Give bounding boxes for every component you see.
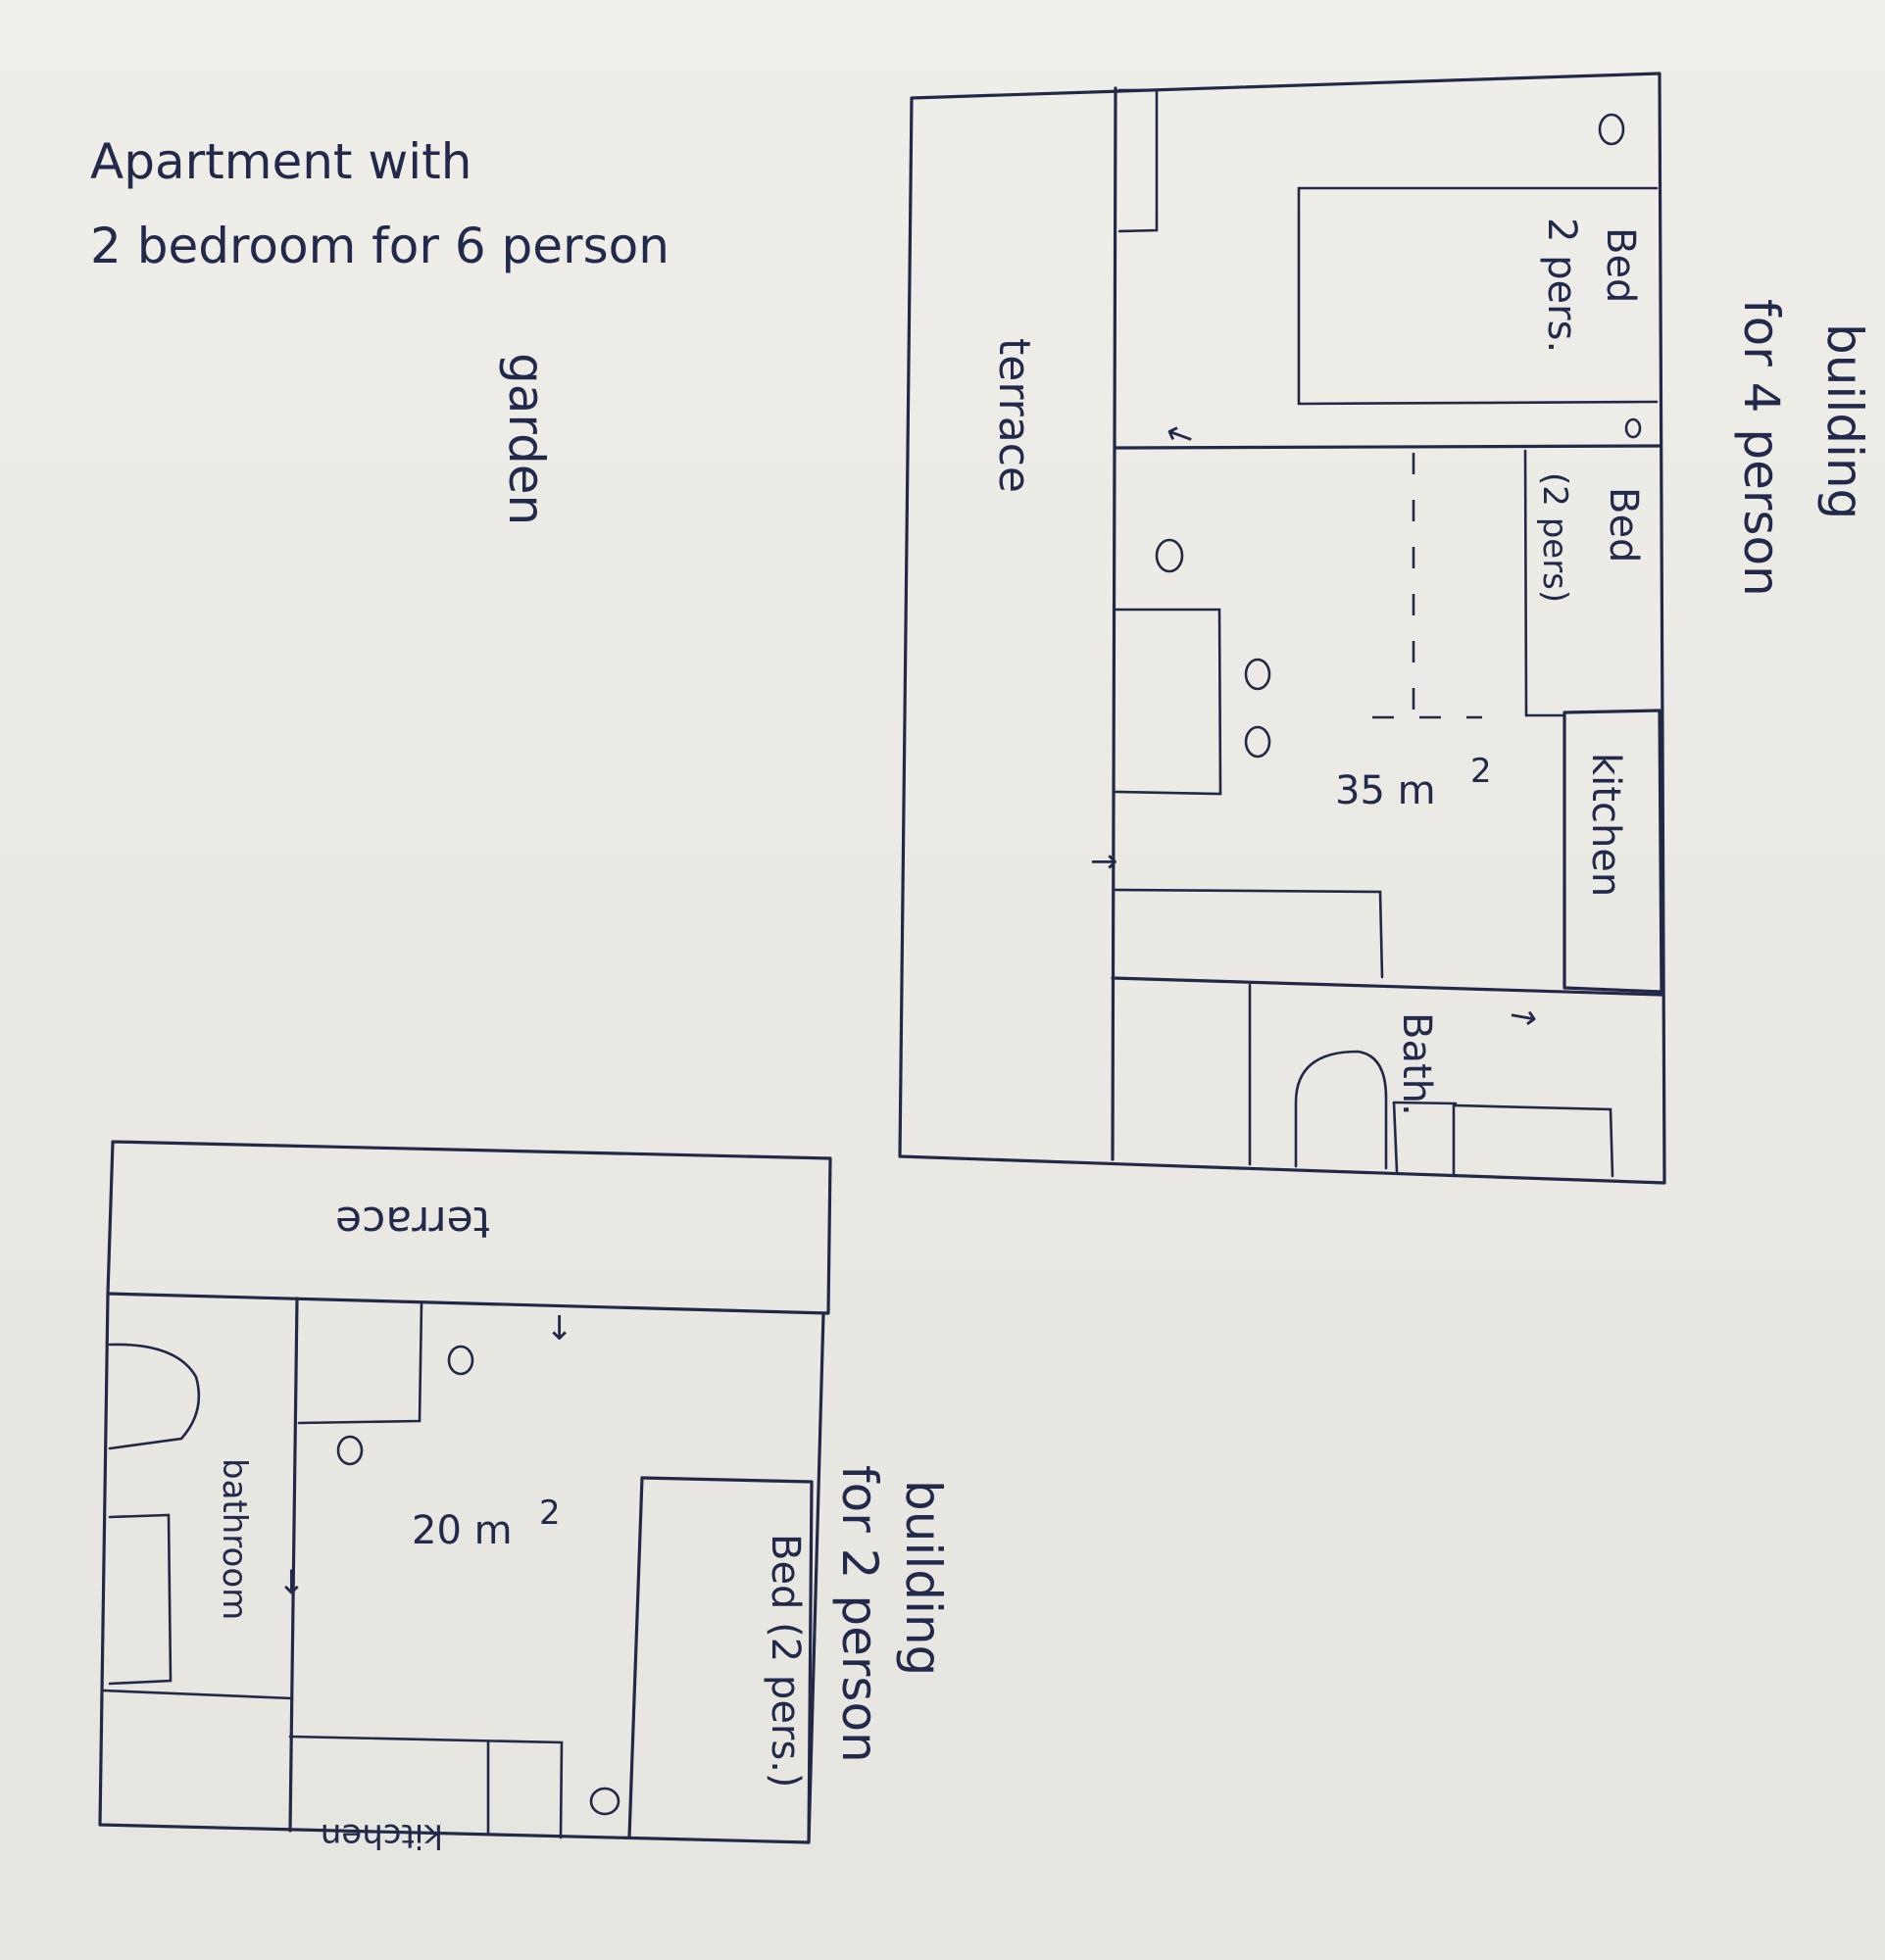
- arrow-right-icon: →: [1090, 842, 1118, 881]
- circle-seat-icon: [1624, 417, 1642, 439]
- building-2-label-1: building: [895, 1480, 952, 1676]
- arrow-left-icon: ←: [1161, 412, 1200, 458]
- title-line-2: 2 bedroom for 6 person: [90, 218, 670, 274]
- bed-a: [1297, 186, 1659, 406]
- toilet-icon: [1294, 1050, 1388, 1170]
- building-2-outline: [98, 1292, 825, 1844]
- bed-c-outline: [640, 1476, 814, 1844]
- area-small-sup: 2: [539, 1494, 561, 1533]
- kitchen-small-block: [288, 1735, 564, 1839]
- building-4-person: [898, 72, 1666, 1185]
- kitchen-big-label: kitchen: [1583, 753, 1628, 897]
- bathroom-bottom-wall: [101, 1689, 294, 1700]
- terrace-small-label: terrace: [335, 1197, 490, 1247]
- bed-b-sub-label: (2 pers): [1535, 472, 1574, 603]
- building-4-outline: [898, 72, 1666, 1185]
- area-big-label: 35 m: [1335, 768, 1436, 813]
- circle-seat-icon: [1155, 538, 1184, 573]
- cabinet: [297, 1301, 423, 1425]
- terrace-big-label: terrace: [989, 338, 1039, 493]
- title-line-1: Apartment with: [90, 133, 471, 190]
- bathroom-label: bathroom: [215, 1458, 254, 1620]
- wardrobe: [1117, 88, 1159, 233]
- area-big-sup: 2: [1470, 752, 1492, 791]
- kitchen-small-label: kitchen: [321, 1816, 443, 1855]
- area-small-label: 20 m: [412, 1508, 513, 1553]
- sink: [1452, 1103, 1614, 1178]
- bathroom-wall: [288, 1297, 299, 1833]
- bed-c-label: Bed (2 pers.): [763, 1534, 808, 1788]
- bed-b-label: Bed: [1601, 487, 1646, 563]
- building-2-label-2: for 2 person: [831, 1465, 888, 1763]
- sink: [108, 1513, 173, 1686]
- arrow-right-icon: →: [1507, 995, 1541, 1038]
- circle-seat-icon: [336, 1435, 364, 1466]
- building-2-person: [98, 1140, 832, 1844]
- bath-label: Bath.: [1394, 1012, 1439, 1116]
- bed-c-wall: [627, 1476, 644, 1839]
- bedroom-2-wall: [1523, 449, 1528, 717]
- building-4-label-2: for 4 person: [1733, 299, 1790, 597]
- table: [1114, 608, 1222, 796]
- circle-seat-icon: [1598, 113, 1625, 146]
- bed-a-label: Bed: [1598, 227, 1643, 303]
- sink-top: [1392, 1101, 1458, 1105]
- circle-seat-icon: [1244, 725, 1271, 759]
- arrow-left-icon: ←: [272, 1568, 311, 1596]
- circle-seat-icon: [447, 1345, 474, 1376]
- terrace-wall: [1111, 86, 1117, 1161]
- bedroom-1-wall: [1114, 444, 1662, 450]
- bathroom-wall: [1111, 976, 1663, 997]
- toilet-icon: [108, 1343, 201, 1450]
- sink-side: [1392, 1101, 1399, 1173]
- circle-seat-icon: [589, 1787, 620, 1816]
- garden-label: garden: [498, 353, 555, 525]
- circle-seat-icon: [1244, 658, 1271, 691]
- kitchen-block: [1563, 709, 1663, 994]
- arrow-down-icon: →: [540, 1313, 579, 1342]
- terrace-small-outline: [106, 1140, 832, 1315]
- sofa: [1114, 888, 1384, 979]
- bed-a-sub-label: 2 pers.: [1539, 218, 1584, 353]
- building-4-label-1: building: [1816, 323, 1873, 519]
